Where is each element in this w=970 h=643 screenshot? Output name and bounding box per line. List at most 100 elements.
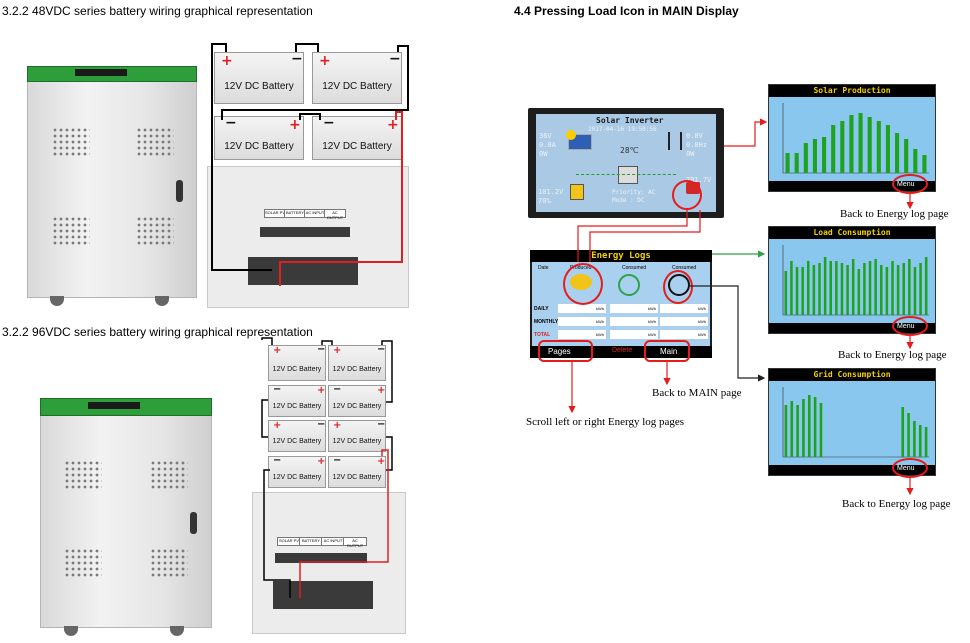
menu-highlight [892,458,928,478]
chart-bar [913,267,917,315]
chart-plot-svg [782,245,929,316]
chart-bar [803,143,808,173]
unit: kWh [648,332,656,337]
caption-back-main: Back to MAIN page [652,387,742,399]
load-icon-highlight [672,180,702,210]
unit: kWh [698,306,706,311]
battery-icon [570,184,584,200]
grid-voltage: 0.0V [686,132,703,140]
battery-label: 12V DC Battery [332,438,382,445]
chart-bar [807,261,810,315]
chart-bar [901,407,905,457]
chart-bar [794,153,799,173]
chart-bar [922,155,927,173]
chart-bar [876,121,881,173]
unit: kWh [596,306,604,311]
energy-logs-title: Energy Logs [591,251,651,261]
chart-bar [784,405,788,457]
battery-label: 12V DC Battery [332,474,382,481]
unit: kWh [698,319,706,324]
unit: kWh [596,332,604,337]
load-voltage: 201.7V [686,176,712,184]
unit: kWh [648,319,656,324]
unit: kWh [698,332,706,337]
chart-plot-svg [782,387,929,458]
delete-button[interactable]: Delete [612,347,633,354]
pages-highlight [538,340,593,362]
chart-bar [918,425,922,457]
chart-bar [896,265,900,315]
caption-back-energy-3: Back to Energy log page [842,498,951,510]
chart-bar [840,121,845,173]
unit: kWh [596,319,604,324]
chart-bar [880,265,883,315]
chart-bar [885,267,889,315]
chart-bar [858,113,863,173]
heading-96v: 3.2.2 96VDC series battery wiring graphi… [2,325,313,339]
battery-label: 12V DC Battery [272,474,322,481]
terminal-label: AC OUTPUT [343,537,367,548]
chart-axis [782,387,929,458]
chart-bar [818,263,821,315]
chart-bar [795,267,799,315]
caption-scroll: Scroll left or right Energy log pages [526,416,685,428]
chart-bar [819,403,823,457]
chart-bar [924,427,928,457]
chart-bar [851,259,855,315]
menu-highlight [892,316,928,336]
battery-label: 12V DC Battery [224,141,294,152]
main-highlight [644,340,690,362]
chart-bar [913,149,918,173]
unit: kWh [648,306,656,311]
battery-label: 12V DC Battery [332,403,382,410]
menu-highlight [892,174,928,194]
chart-title: Grid Consumption [813,370,891,379]
inverter-icon [618,166,638,184]
chart-bar [907,413,910,457]
battery-label: 12V DC Battery [332,366,382,373]
chart-bar [846,265,849,315]
chart-bar [863,263,866,315]
chart-plot-svg [782,103,929,174]
caption-back-energy-2: Back to Energy log page [838,349,947,361]
heading-load-icon: 4.4 Pressing Load Icon in MAIN Display [514,4,739,18]
chart-bar [857,269,861,315]
chart-bar [902,263,905,315]
sun-icon [566,130,576,140]
pv-current: 0.0A [539,141,556,149]
battery-label: 12V DC Battery [272,438,322,445]
chart-bar [891,261,894,315]
chart-bar [885,125,890,173]
chart-bar [829,261,832,315]
main-button[interactable]: Main [660,347,678,356]
chart-bar [867,117,872,173]
pv-power: 0W [539,150,548,158]
chart-bar [802,399,805,457]
grid-consumed-highlight [663,270,693,304]
priority: Priority: AC [612,189,656,196]
chart-bar [868,261,872,315]
temperature: 28℃ [620,146,639,155]
chart-bar [904,139,909,173]
row-total: TOTAL [534,332,551,338]
chart-bar [785,153,790,173]
chart-bar [840,263,844,315]
chart-bar [812,139,817,173]
battery-label: 12V DC Battery [322,81,392,92]
home-load-icon[interactable] [618,274,640,296]
chart-bar [796,405,799,457]
chart-bar [849,115,854,173]
heading-48v: 3.2.2 48VDC series battery wiring graphi… [2,4,313,18]
battery-voltage: 101.2V [538,188,564,196]
chart-title: Load Consumption [813,228,891,237]
chart-bar [822,137,827,173]
chart-bar [813,397,817,457]
row-daily: DAILY [534,306,549,312]
chart-bar [807,395,811,457]
pages-button[interactable]: Pages [548,347,571,356]
chart-bar [831,125,836,173]
battery-label: 12V DC Battery [224,81,294,92]
